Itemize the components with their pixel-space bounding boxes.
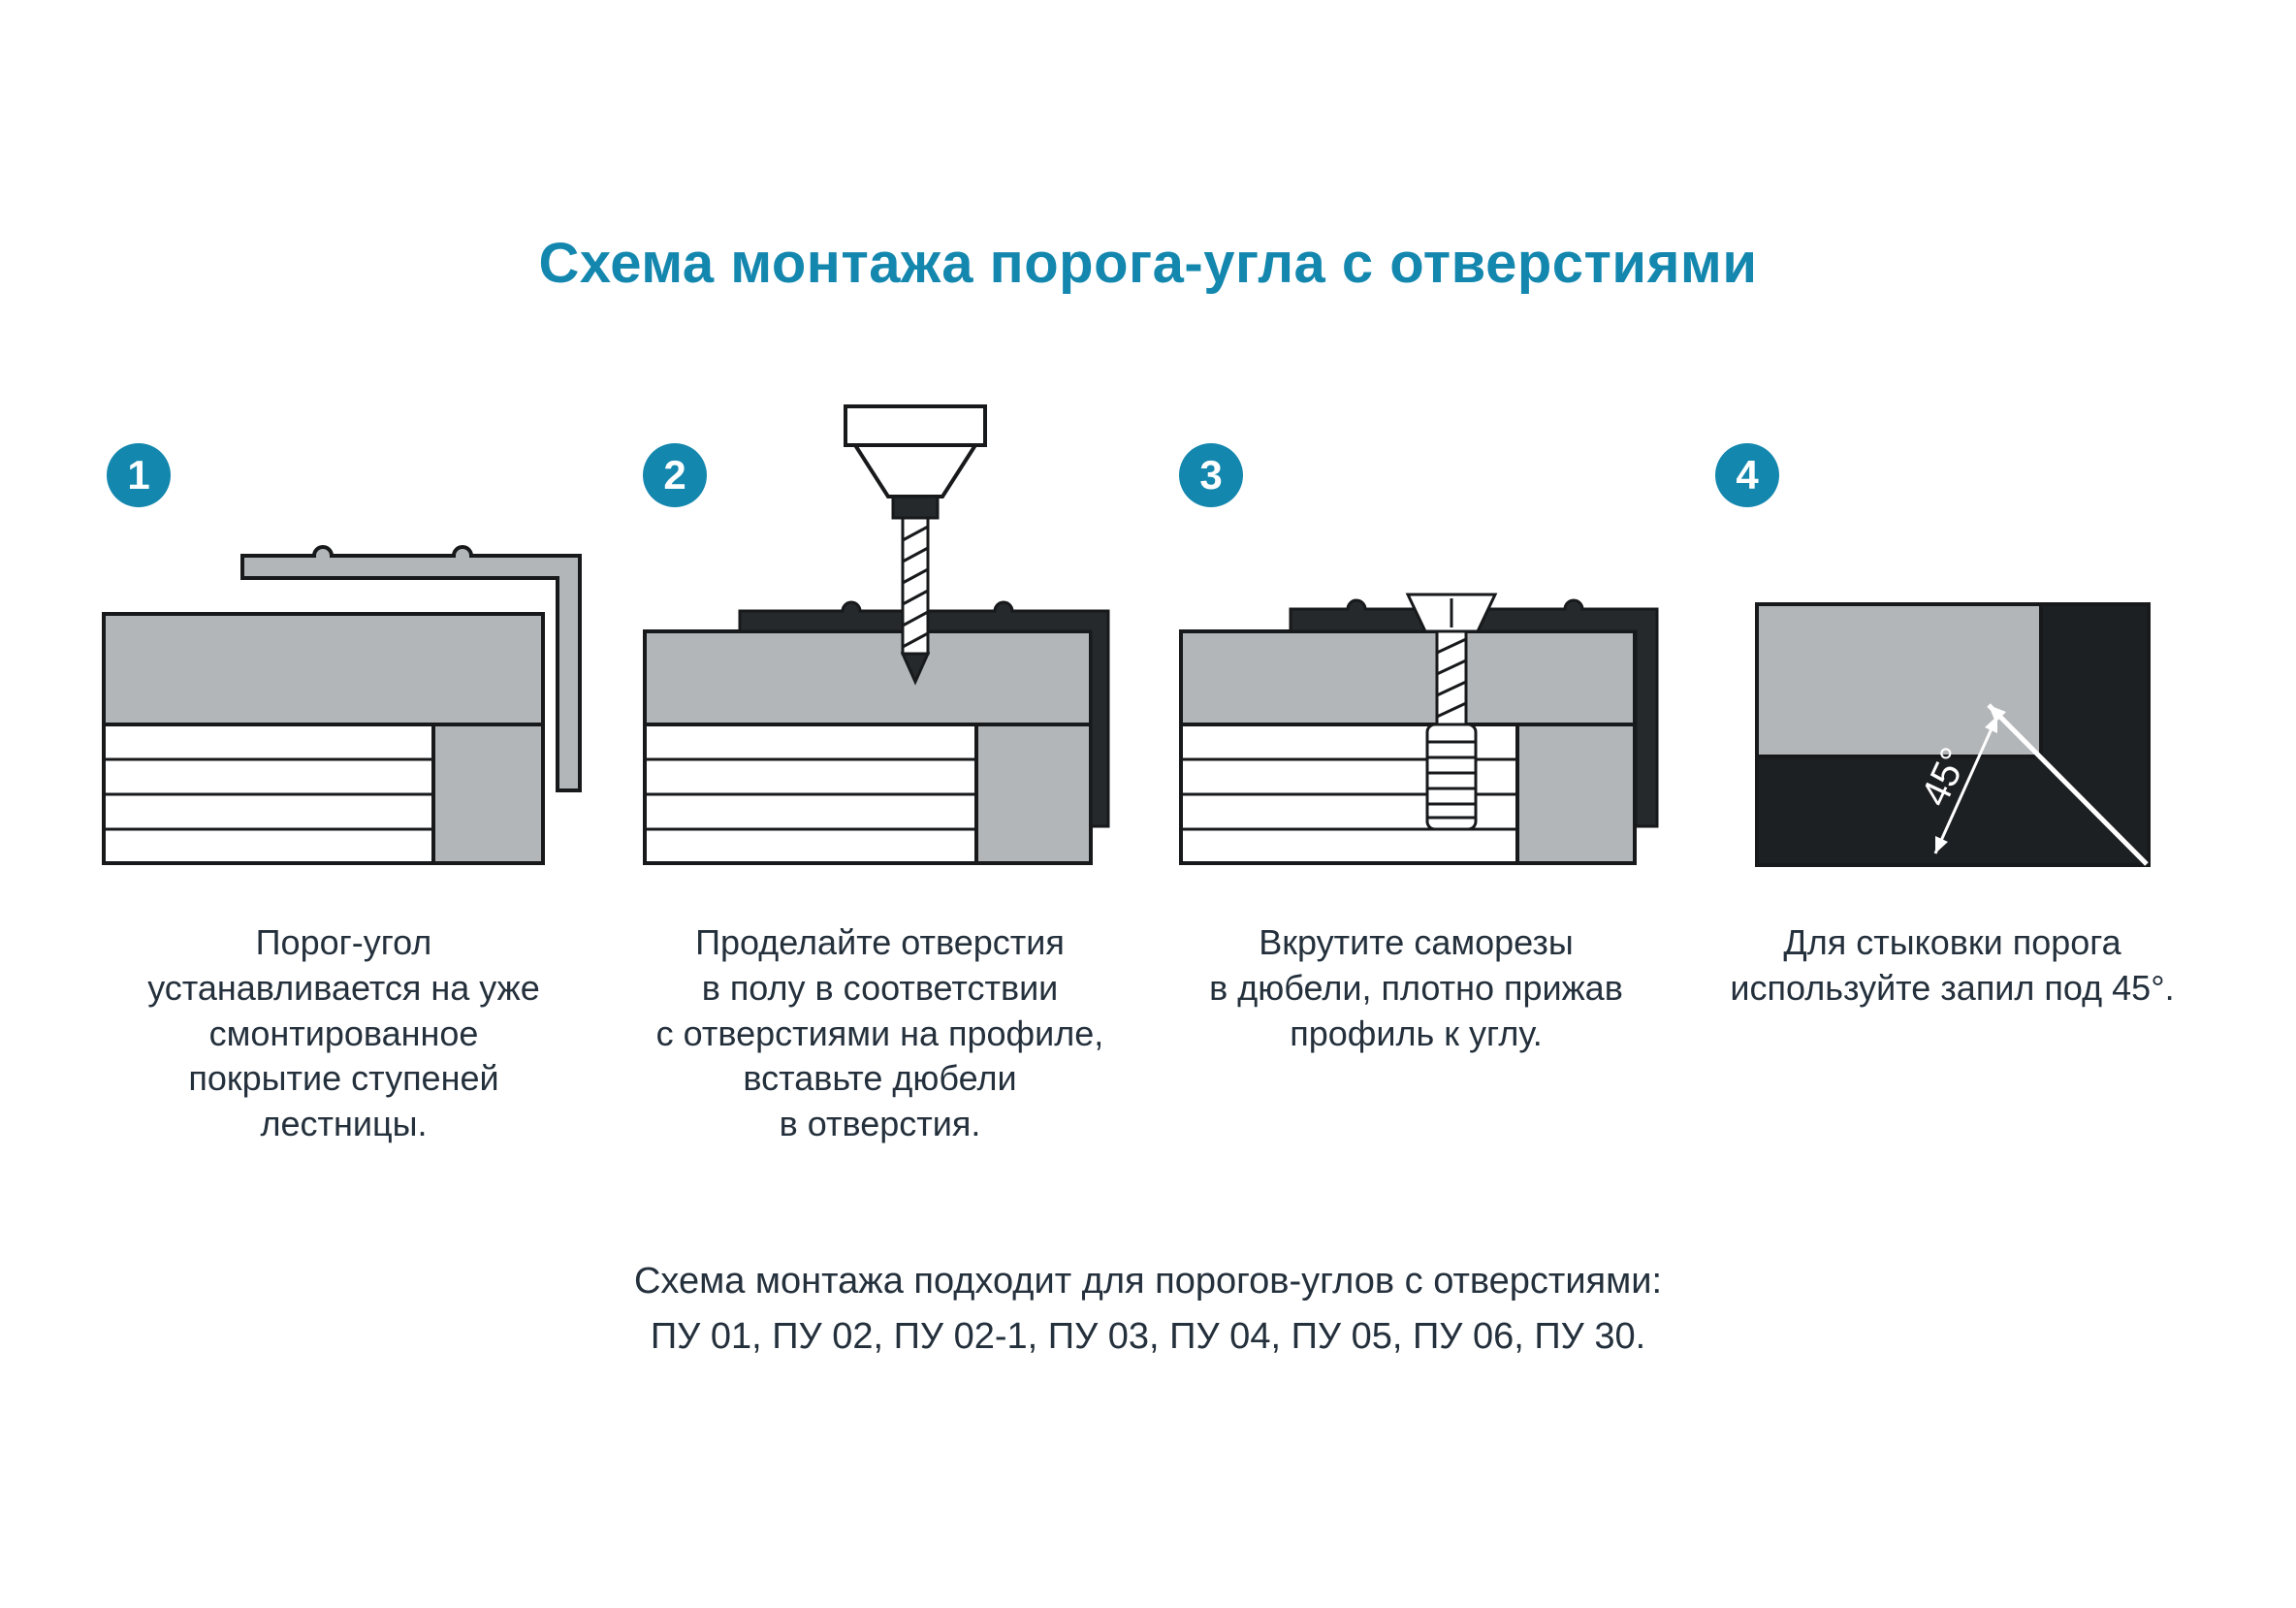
miter-cut-illustration: 45° [1754, 602, 2151, 867]
step-3-badge: 3 [1179, 443, 1243, 507]
step-1: 1 Порог-угол устанавливается на уже смон… [80, 443, 608, 1147]
corner-profile-icon [1289, 598, 1659, 828]
steps-row: 1 Порог-угол устанавливается на уже смон… [0, 404, 2296, 1147]
step-2-caption: Проделайте отверстия в полу в соответств… [655, 922, 1104, 1144]
step-4-badge: 4 [1715, 443, 1779, 507]
tread-covering [102, 612, 545, 726]
step-1-figure [80, 503, 608, 868]
footer-line-1: Схема монтажа подходит для порогов-углов… [633, 1260, 1663, 1302]
dowel-icon [1425, 723, 1478, 831]
screwing-step-illustration [1179, 593, 1659, 865]
step-4-figure: 45° [1688, 503, 2216, 868]
angle-dimension-arrow [1933, 715, 1998, 854]
tread-covering [643, 629, 1093, 726]
step-3: 3 [1152, 443, 1680, 1147]
riser-covering [431, 723, 545, 865]
drilling-step-illustration [643, 404, 1110, 865]
page-title: Схема монтажа порога-угла с отверстиями [538, 232, 1758, 295]
screw-icon [1405, 593, 1498, 726]
miter-line-arrowhead [1988, 705, 2006, 723]
floor-area [1754, 602, 2043, 758]
step-2-figure [616, 404, 1144, 868]
step-4: 4 45° [1688, 443, 2216, 1147]
step-4-caption: Для стыковки порога используйте запил по… [1730, 922, 2175, 1008]
step-2-badge: 2 [643, 443, 707, 507]
tread-covering [1179, 629, 1637, 726]
plank-lines [104, 757, 433, 831]
corner-profile-icon [240, 545, 582, 792]
step-2: 2 [616, 404, 1144, 1147]
drill-icon [844, 404, 987, 686]
step-1-badge: 1 [107, 443, 171, 507]
corner-profile-icon [738, 600, 1110, 828]
step-3-figure [1152, 503, 1680, 868]
plank-lines [645, 757, 976, 831]
riser-covering [974, 723, 1093, 865]
corner-profile-step-illustration [102, 545, 582, 865]
footer-note: Схема монтажа подходит для порогов-углов… [0, 1254, 2296, 1365]
step-1-caption: Порог-угол устанавливается на уже смонти… [147, 922, 540, 1144]
riser-covering [1515, 723, 1637, 865]
footer-line-2: ПУ 01, ПУ 02, ПУ 02-1, ПУ 03, ПУ 04, ПУ … [650, 1315, 1646, 1357]
step-3-caption: Вкрутите саморезы в дюбели, плотно прижа… [1209, 922, 1623, 1053]
miter-line [1986, 703, 2149, 866]
